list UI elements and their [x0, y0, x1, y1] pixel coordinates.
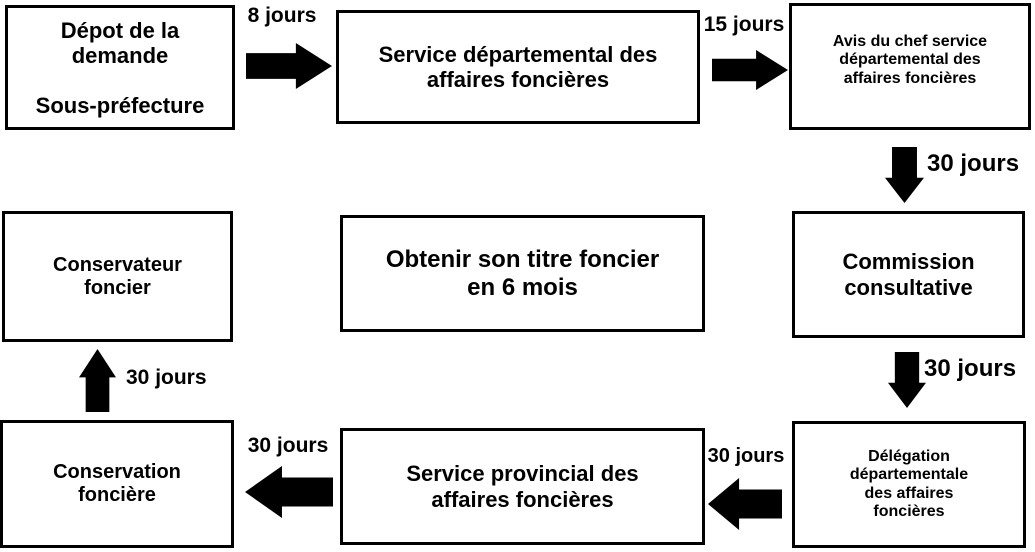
arrow-left-icon — [708, 478, 782, 530]
avis-chef-service-box: Avis du chef service départemental des a… — [789, 3, 1031, 130]
center-title-box: Obtenir son titre foncier en 6 mois — [340, 215, 705, 332]
commission-consultative-box: Commission consultative — [792, 211, 1025, 338]
conservateur-foncier-box: Conservateur foncier — [2, 211, 233, 342]
service-departemental-box: Service départemental des affaires fonci… — [336, 10, 700, 124]
arrow-up-icon — [79, 349, 116, 412]
delegation-departementale-box: Délégation départementale des affaires f… — [792, 421, 1026, 548]
arrow-right-icon — [712, 50, 788, 90]
conservation-fonciere-label: Conservation foncière — [53, 461, 181, 506]
duration-label-depot-to-service: 8 jours — [247, 4, 317, 27]
duration-label-conservation-to-conservateur: 30 jours — [126, 366, 207, 389]
service-departemental-label: Service départemental des affaires fonci… — [378, 41, 658, 92]
duration-label-provincial-to-conservation: 30 jours — [247, 434, 329, 457]
duration-label-commission-to-delegation: 30 jours — [924, 355, 1017, 382]
depot-demande-label: Dépot de la demande — [60, 18, 180, 69]
sous-prefecture-label: Sous-préfecture — [35, 92, 205, 118]
duration-label-delegation-to-provincial: 30 jours — [707, 445, 785, 467]
duration-label-service-to-avis: 15 jours — [703, 13, 785, 36]
service-provincial-label: Service provincial des affaires foncière… — [406, 461, 639, 512]
avis-chef-service-label: Avis du chef service départemental des a… — [832, 33, 988, 87]
conservateur-foncier-label: Conservateur foncier — [53, 253, 182, 299]
conservation-fonciere-box: Conservation foncière — [0, 420, 234, 548]
arrow-right-icon — [246, 43, 332, 89]
delegation-departementale-label: Délégation départementale des affaires f… — [849, 447, 969, 520]
arrow-down-icon — [888, 352, 926, 408]
service-provincial-box: Service provincial des affaires foncière… — [340, 428, 705, 545]
arrow-left-icon — [245, 466, 333, 518]
duration-label-avis-to-commission: 30 jours — [927, 150, 1020, 177]
arrow-down-icon — [885, 147, 924, 203]
depot-demande-box: Dépot de la demande Sous-préfecture — [5, 5, 235, 130]
commission-consultative-label: Commission consultative — [842, 249, 975, 300]
page-title: Obtenir son titre foncier en 6 mois — [385, 245, 660, 301]
